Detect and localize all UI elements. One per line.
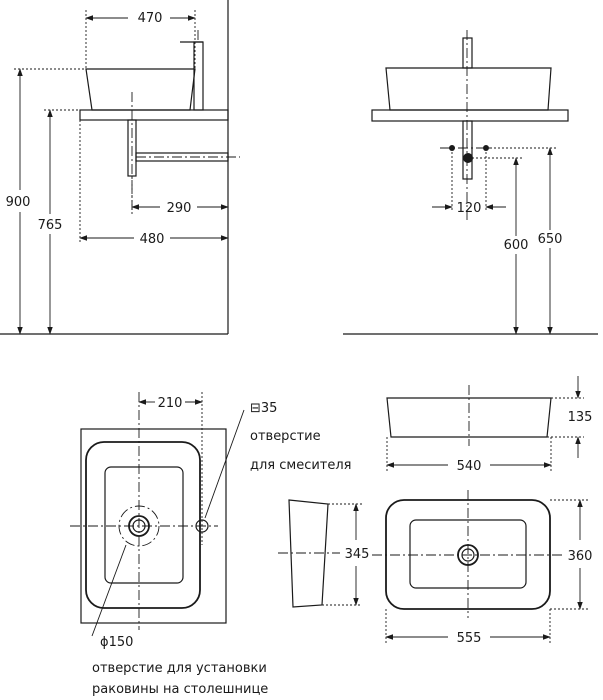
dim-900-label: 900 (6, 195, 31, 210)
cutout-label-1: отверстие для установки (92, 661, 267, 676)
side-view: 470 900 765 290 480 (0, 0, 240, 335)
dim-480-label: 480 (140, 232, 165, 247)
countertop-plan (80, 428, 227, 624)
dim-600-label: 600 (504, 238, 529, 253)
cutout-diameter: ϕ150 (100, 635, 133, 650)
tap-leader (204, 409, 245, 519)
basin-inner (104, 466, 184, 584)
basin-side-section (288, 499, 329, 608)
basin-views: 135 540 345 360 555 (278, 376, 592, 646)
dim-290-label: 290 (167, 201, 192, 216)
drain-pipe (462, 120, 473, 180)
tap-hole-label-2: для смесителя (250, 458, 352, 473)
drain-outlet (463, 153, 473, 163)
dim-555-label: 555 (457, 631, 482, 646)
tap-hole-size: ⊟35 (250, 401, 277, 416)
dim-120-label: 120 (457, 201, 482, 216)
dim-470-label: 470 (138, 11, 163, 26)
cutout-leader (91, 544, 127, 637)
countertop (79, 109, 229, 121)
tap-body (193, 41, 204, 111)
basin-front (385, 67, 552, 111)
dim-135-label: 135 (568, 410, 593, 425)
dim-210-label: 210 (158, 396, 183, 411)
tap-hole-label-1: отверстие (250, 429, 321, 444)
front-view: 120 600 650 (343, 30, 598, 335)
dim-540-label: 540 (457, 459, 482, 474)
plan-view: 210 ⊟35 отверстие для смесителя ϕ150 отв… (70, 392, 352, 697)
basin-side (85, 68, 196, 111)
cutout-label-2: раковины на столешнице (92, 682, 268, 697)
dim-345-label: 345 (345, 547, 370, 562)
dim-765-label: 765 (38, 218, 63, 233)
dim-650-label: 650 (538, 232, 563, 247)
tap-body (462, 37, 473, 69)
countertop (371, 109, 569, 122)
basin-outer (85, 441, 201, 609)
dim-360-label: 360 (568, 549, 593, 564)
